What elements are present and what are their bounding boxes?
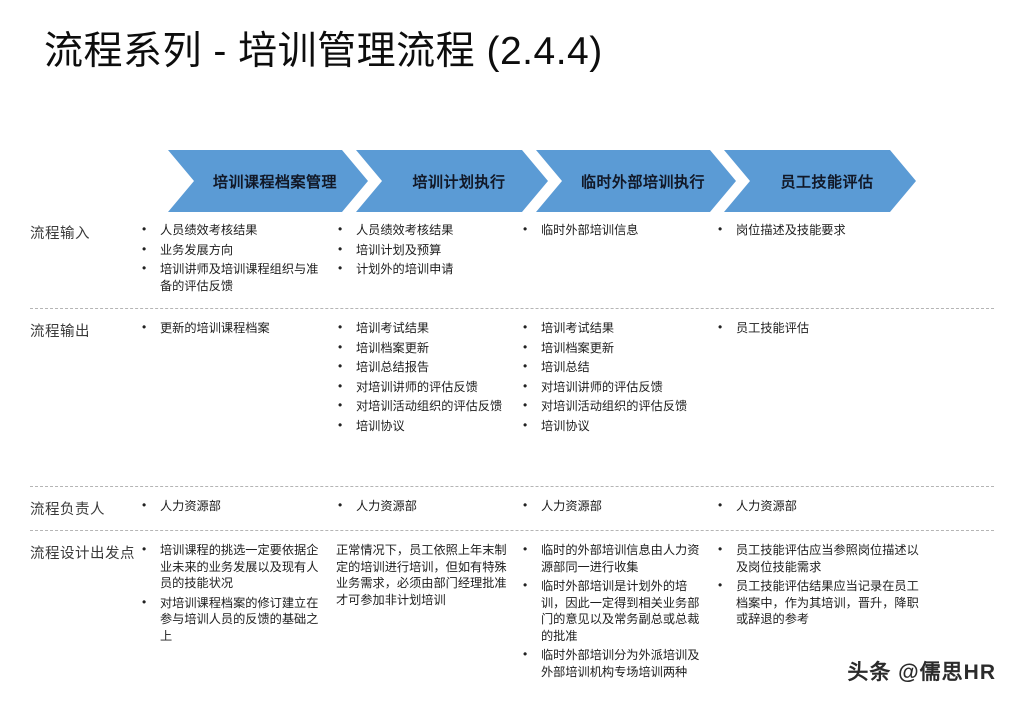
phase-chevron-2[interactable]: 培训计划执行 xyxy=(356,150,548,212)
cell-owner-phase1: 人力资源部 xyxy=(140,497,336,518)
list-item: 培训总结报告 xyxy=(336,358,515,376)
row-label-design-basis: 流程设计出发点 xyxy=(30,546,135,562)
phase-label-2: 培训计划执行 xyxy=(412,173,506,191)
list-item: 人力资源部 xyxy=(521,497,710,515)
bullet-list: 临时外部培训信息 xyxy=(521,221,710,239)
row-label-owner: 流程负责人 xyxy=(30,502,105,518)
list-item: 计划外的培训申请 xyxy=(336,260,515,278)
list-item: 员工技能评估应当参照岗位描述以及岗位技能需求 xyxy=(716,541,925,575)
list-item: 人员绩效考核结果 xyxy=(336,221,515,239)
process-matrix: 流程输入 人员绩效考核结果 业务发展方向 培训讲师及培训课程组织与准备的评估反馈… xyxy=(0,221,1024,683)
list-item: 培训档案更新 xyxy=(336,339,515,357)
list-item: 员工技能评估 xyxy=(716,319,925,337)
list-item: 人力资源部 xyxy=(716,497,925,515)
list-item: 正常情况下，员工依照上年末制定的培训进行培训，但如有特殊业务需求，必须由部门经理… xyxy=(336,543,507,607)
cell-output-phase3: 培训考试结果 培训档案更新 培训总结 对培训讲师的评估反馈 对培训活动组织的评估… xyxy=(521,319,716,437)
row-cells: 人员绩效考核结果 业务发展方向 培训讲师及培训课程组织与准备的评估反馈 人员绩效… xyxy=(140,221,1024,297)
bullet-list: 员工技能评估 xyxy=(716,319,925,337)
list-item: 临时外部培训分为外派培训及外部培训机构专场培训两种 xyxy=(521,646,710,680)
bullet-list: 人力资源部 xyxy=(336,497,515,515)
list-item: 人力资源部 xyxy=(140,497,330,515)
cell-output-phase2: 培训考试结果 培训档案更新 培训总结报告 对培训讲师的评估反馈 对培训活动组织的… xyxy=(336,319,521,437)
process-phase-band: 培训课程档案管理 培训计划执行 临时外部培训执行 员工技能评估 xyxy=(168,150,916,212)
list-item: 临时的外部培训信息由人力资源部同一进行收集 xyxy=(521,541,710,575)
bullet-list: 岗位描述及技能要求 xyxy=(716,221,925,239)
cell-owner-phase2: 人力资源部 xyxy=(336,497,521,518)
cell-output-phase4: 员工技能评估 xyxy=(716,319,931,340)
bullet-list: 人力资源部 xyxy=(140,497,330,515)
list-item: 对培训课程档案的修订建立在参与培训人员的反馈的基础之上 xyxy=(140,594,330,645)
page-title: 流程系列 - 培训管理流程 (2.4.4) xyxy=(44,30,603,73)
list-item: 对培训活动组织的评估反馈 xyxy=(336,397,515,415)
list-item: 更新的培训课程档案 xyxy=(140,319,330,337)
list-item: 培训考试结果 xyxy=(336,319,515,337)
cell-design-phase4: 员工技能评估应当参照岗位描述以及岗位技能需求 员工技能评估结果应当记录在员工档案… xyxy=(716,541,931,631)
bullet-list: 人力资源部 xyxy=(521,497,710,515)
cell-design-phase1: 培训课程的挑选一定要依据企业未来的业务发展以及现有人员的技能状况 对培训课程档案… xyxy=(140,541,336,647)
list-item: 培训总结 xyxy=(521,358,710,376)
matrix-row-owner: 流程负责人 人力资源部 人力资源部 人力资源部 人力资源部 xyxy=(0,487,1024,530)
cell-input-phase1: 人员绩效考核结果 业务发展方向 培训讲师及培训课程组织与准备的评估反馈 xyxy=(140,221,336,297)
watermark: 头条 @儒思HR xyxy=(847,661,996,684)
cell-output-phase1: 更新的培训课程档案 xyxy=(140,319,336,340)
list-item: 培训讲师及培训课程组织与准备的评估反馈 xyxy=(140,260,330,294)
cell-input-phase2: 人员绩效考核结果 培训计划及预算 计划外的培训申请 xyxy=(336,221,521,281)
cell-owner-phase3: 人力资源部 xyxy=(521,497,716,518)
list-item: 人力资源部 xyxy=(336,497,515,515)
matrix-row-input: 流程输入 人员绩效考核结果 业务发展方向 培训讲师及培训课程组织与准备的评估反馈… xyxy=(0,221,1024,308)
matrix-row-output: 流程输出 更新的培训课程档案 培训考试结果 培训档案更新 培训总结报告 对培训讲… xyxy=(0,309,1024,448)
bullet-list: 正常情况下，员工依照上年末制定的培训进行培训，但如有特殊业务需求，必须由部门经理… xyxy=(336,542,515,608)
row-cells: 培训课程的挑选一定要依据企业未来的业务发展以及现有人员的技能状况 对培训课程档案… xyxy=(140,541,1024,683)
bullet-list: 培训课程的挑选一定要依据企业未来的业务发展以及现有人员的技能状况 对培训课程档案… xyxy=(140,541,330,645)
list-item: 员工技能评估结果应当记录在员工档案中，作为其培训，晋升，降职或辞退的参考 xyxy=(716,577,925,628)
list-item: 业务发展方向 xyxy=(140,241,330,259)
list-item: 培训考试结果 xyxy=(521,319,710,337)
phase-chevron-1[interactable]: 培训课程档案管理 xyxy=(168,150,368,212)
list-item: 人员绩效考核结果 xyxy=(140,221,330,239)
bullet-list: 人员绩效考核结果 业务发展方向 培训讲师及培训课程组织与准备的评估反馈 xyxy=(140,221,330,294)
phase-label-4: 员工技能评估 xyxy=(780,173,874,191)
list-item: 对培训活动组织的评估反馈 xyxy=(521,397,710,415)
cell-design-phase3: 临时的外部培训信息由人力资源部同一进行收集 临时外部培训是计划外的培训，因此一定… xyxy=(521,541,716,683)
list-item: 培训协议 xyxy=(336,417,515,435)
row-separator xyxy=(30,486,994,487)
list-item: 培训档案更新 xyxy=(521,339,710,357)
row-label-output: 流程输出 xyxy=(30,324,90,340)
list-item: 临时外部培训是计划外的培训，因此一定得到相关业务部门的意见以及常务副总或总裁的批… xyxy=(521,577,710,644)
cell-input-phase3: 临时外部培训信息 xyxy=(521,221,716,242)
row-label-input: 流程输入 xyxy=(30,226,90,242)
bullet-list: 人力资源部 xyxy=(716,497,925,515)
cell-owner-phase4: 人力资源部 xyxy=(716,497,931,518)
matrix-row-design-basis: 流程设计出发点 培训课程的挑选一定要依据企业未来的业务发展以及现有人员的技能状况… xyxy=(0,531,1024,683)
row-cells: 更新的培训课程档案 培训考试结果 培训档案更新 培训总结报告 对培训讲师的评估反… xyxy=(140,319,1024,437)
list-item: 岗位描述及技能要求 xyxy=(716,221,925,239)
row-cells: 人力资源部 人力资源部 人力资源部 人力资源部 xyxy=(140,497,1024,518)
bullet-list: 员工技能评估应当参照岗位描述以及岗位技能需求 员工技能评估结果应当记录在员工档案… xyxy=(716,541,925,628)
cell-input-phase4: 岗位描述及技能要求 xyxy=(716,221,931,242)
bullet-list: 人员绩效考核结果 培训计划及预算 计划外的培训申请 xyxy=(336,221,515,278)
list-item: 培训计划及预算 xyxy=(336,241,515,259)
list-item: 临时外部培训信息 xyxy=(521,221,710,239)
phase-chevron-4[interactable]: 员工技能评估 xyxy=(724,150,916,212)
bullet-list: 培训考试结果 培训档案更新 培训总结报告 对培训讲师的评估反馈 对培训活动组织的… xyxy=(336,319,515,435)
bullet-list: 更新的培训课程档案 xyxy=(140,319,330,337)
list-item: 培训课程的挑选一定要依据企业未来的业务发展以及现有人员的技能状况 xyxy=(140,541,330,592)
cell-design-phase2: 正常情况下，员工依照上年末制定的培训进行培训，但如有特殊业务需求，必须由部门经理… xyxy=(336,542,521,611)
bullet-list: 临时的外部培训信息由人力资源部同一进行收集 临时外部培训是计划外的培训，因此一定… xyxy=(521,541,710,680)
row-separator xyxy=(30,530,994,531)
list-item: 对培训讲师的评估反馈 xyxy=(336,378,515,396)
phase-label-3: 临时外部培训执行 xyxy=(580,173,705,191)
list-item: 对培训讲师的评估反馈 xyxy=(521,378,710,396)
row-separator xyxy=(30,308,994,309)
phase-chevron-3[interactable]: 临时外部培训执行 xyxy=(536,150,736,212)
phase-label-1: 培训课程档案管理 xyxy=(212,173,337,191)
list-item: 培训协议 xyxy=(521,417,710,435)
bullet-list: 培训考试结果 培训档案更新 培训总结 对培训讲师的评估反馈 对培训活动组织的评估… xyxy=(521,319,710,435)
